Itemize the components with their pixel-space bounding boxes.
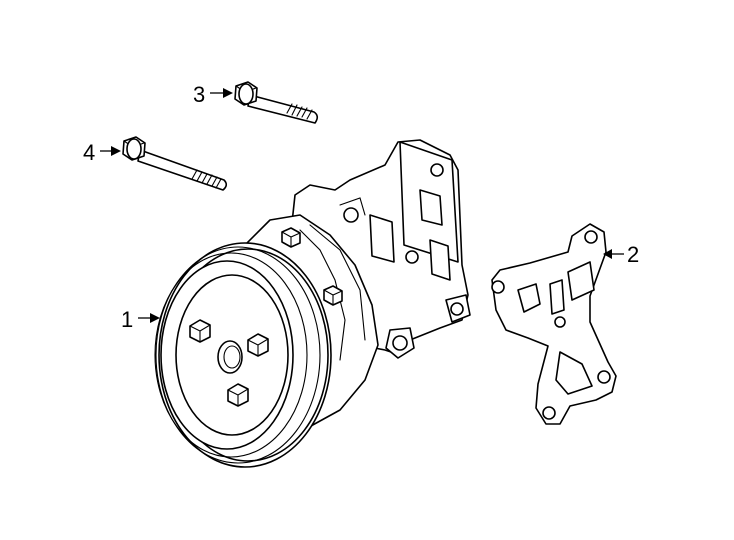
callout-3-label: 3: [193, 82, 205, 107]
gasket: [491, 223, 617, 425]
callout-2-label: 2: [627, 242, 639, 267]
callout-4-label: 4: [83, 140, 95, 165]
long-bolt: [122, 136, 228, 191]
short-bolt: [234, 81, 319, 124]
callout-1: 1: [121, 307, 160, 332]
callout-4: 4: [83, 140, 121, 165]
callout-1-label: 1: [121, 307, 133, 332]
callout-3: 3: [193, 82, 233, 107]
callout-2: 2: [603, 242, 639, 267]
water-pump: [154, 139, 471, 468]
